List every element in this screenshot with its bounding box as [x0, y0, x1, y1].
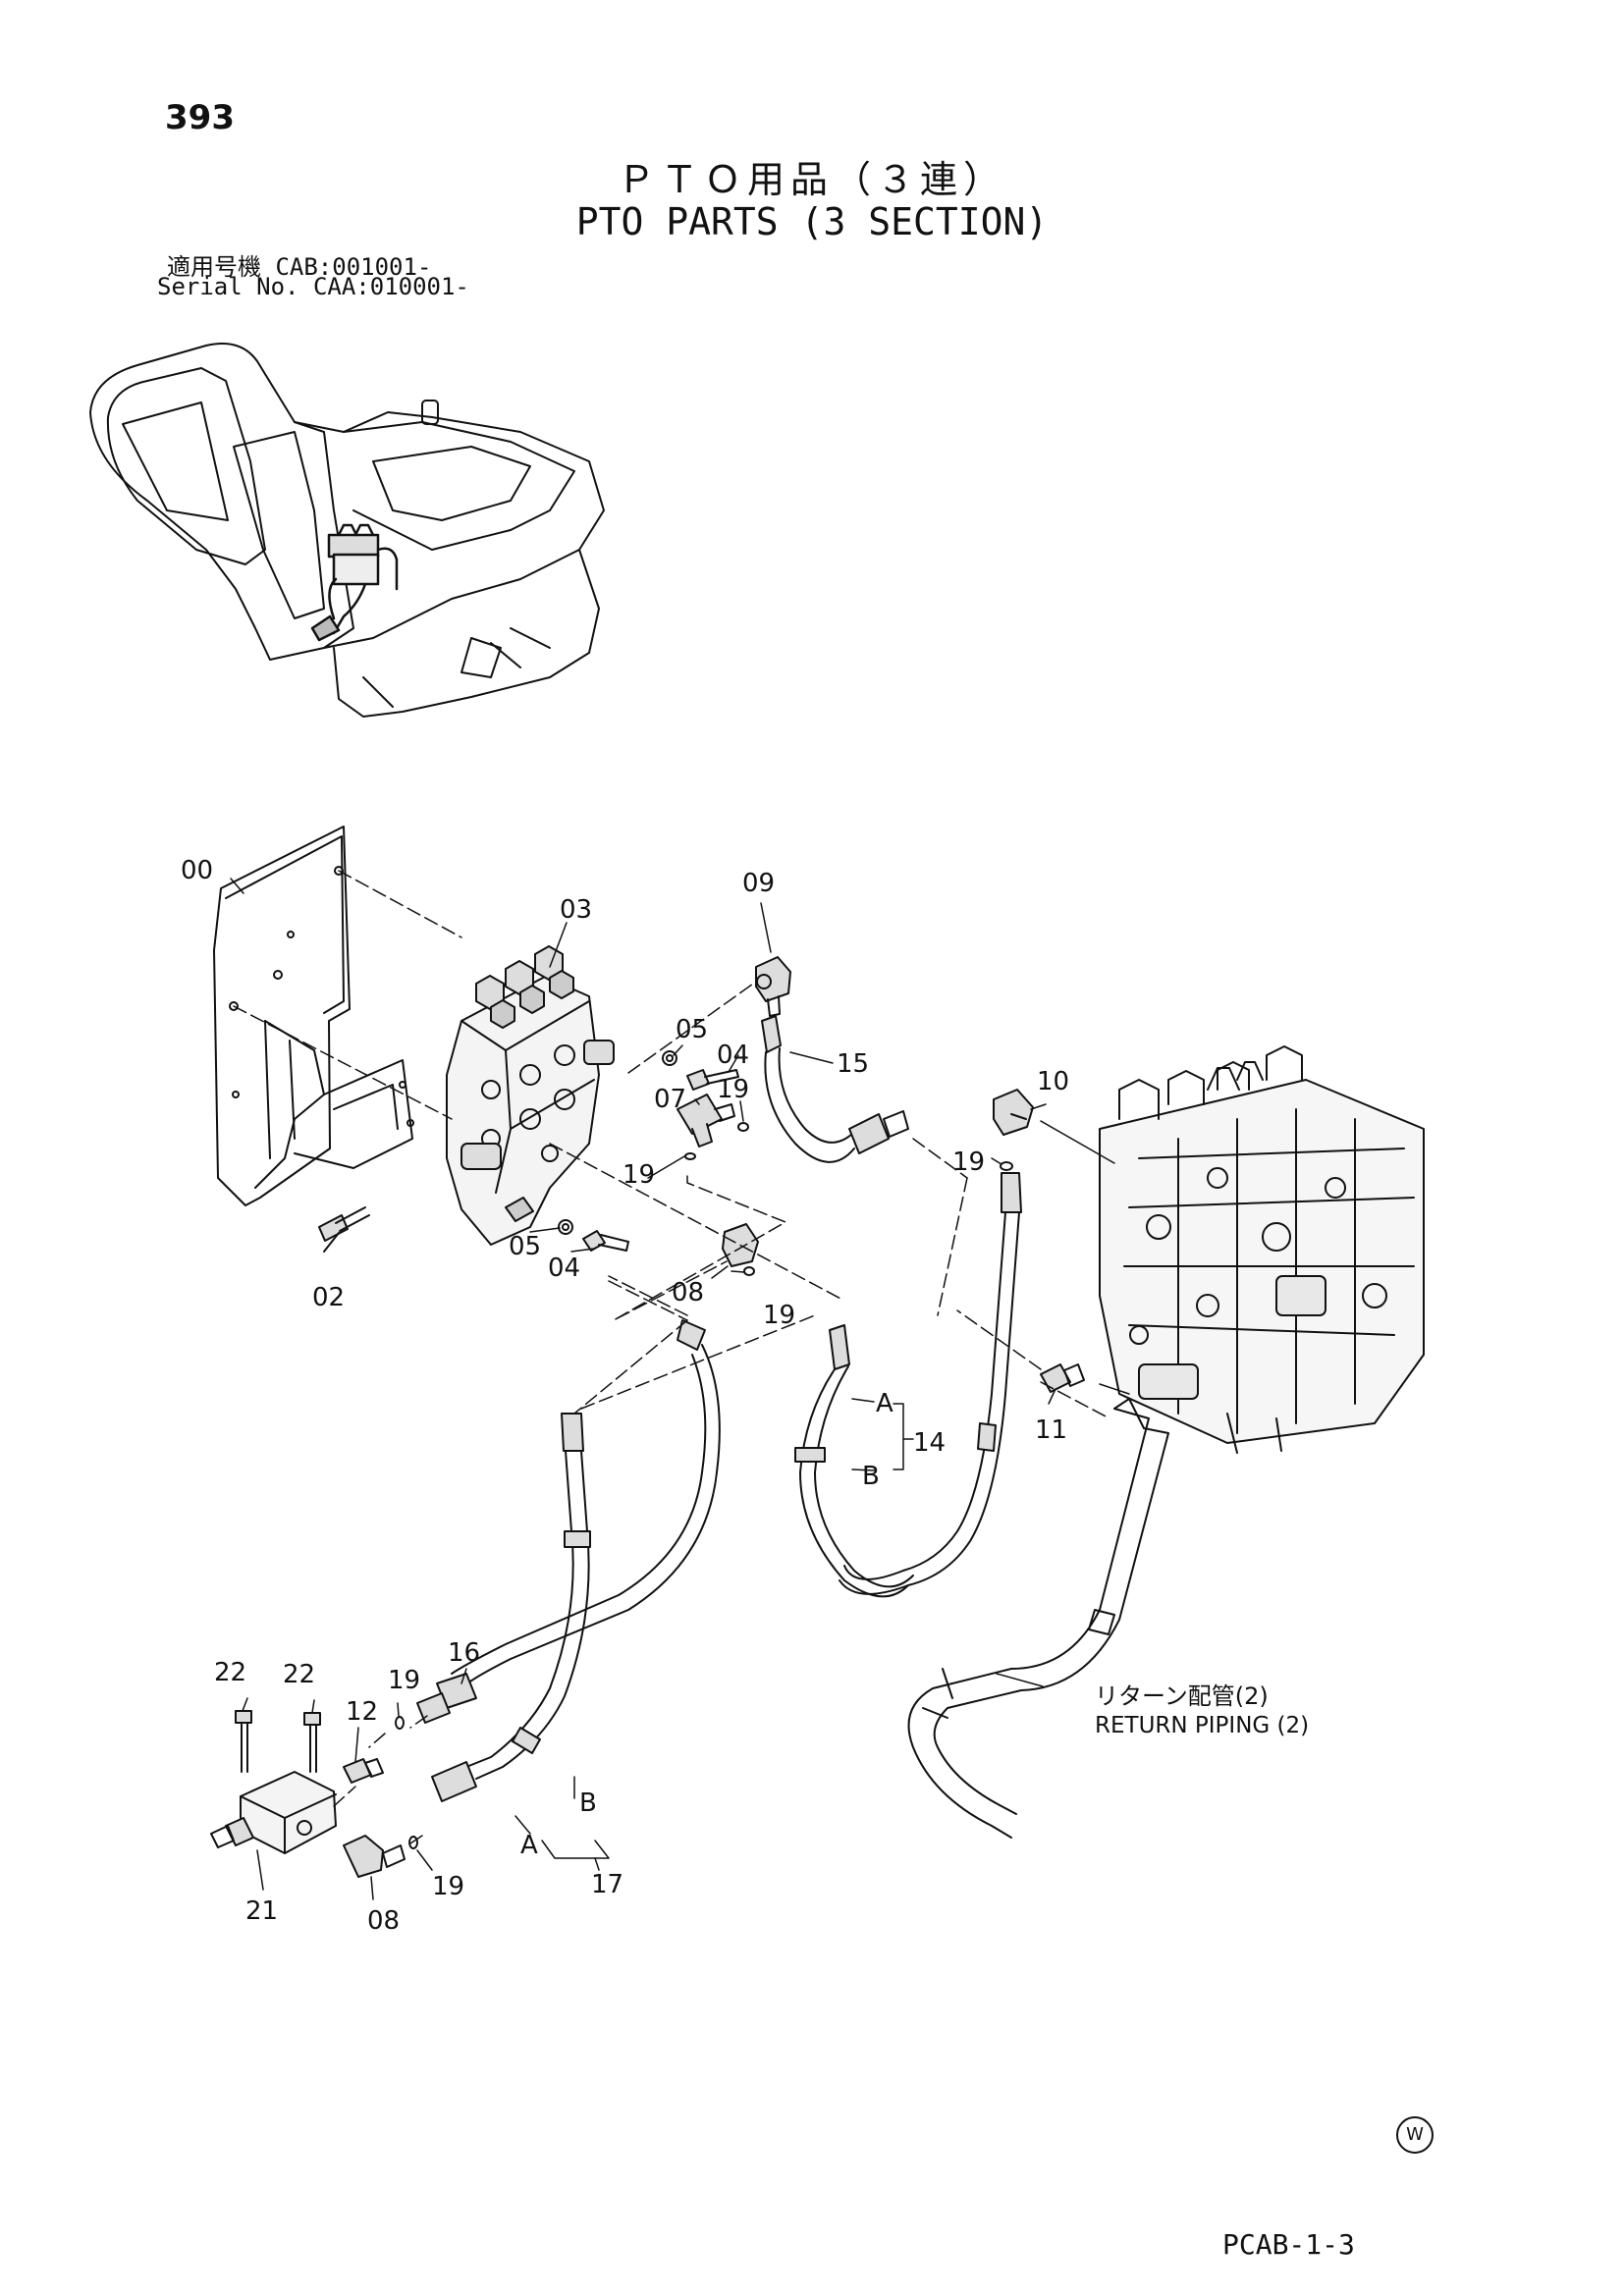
- callout-22a: 22: [214, 1658, 246, 1687]
- washer-and-bolt-lower: [558, 1219, 629, 1252]
- elbow-fitting-10: [993, 1089, 1034, 1136]
- adapter-12: [343, 1758, 384, 1784]
- watermark-w-mark: W: [1396, 2116, 1434, 2154]
- o-ring-19a: [684, 1152, 696, 1160]
- bolts-22: [235, 1710, 321, 1773]
- callout-19a: 19: [623, 1160, 655, 1190]
- serial-range-en: Serial No. CAA:010001-: [157, 273, 469, 300]
- manifold-block-21: [210, 1771, 337, 1854]
- elbow-fitting-08-lower: [343, 1835, 406, 1878]
- page-title-en: PTO PARTS (3 SECTION): [575, 200, 1049, 243]
- callout-19e: 19: [388, 1666, 420, 1695]
- excavator-overview-illustration: [89, 343, 605, 718]
- return-piping-label-en: RETURN PIPING (2): [1095, 1713, 1309, 1738]
- callout-07: 07: [654, 1085, 686, 1114]
- control-valve-3-section: [446, 945, 615, 1246]
- callout-05-lower: 05: [509, 1232, 541, 1261]
- callout-19b: 19: [717, 1075, 749, 1104]
- callout-19f: 19: [432, 1872, 464, 1901]
- elbow-fitting-09: [755, 956, 791, 1017]
- callout-02: 02: [312, 1283, 345, 1312]
- hose-return-line: [839, 1172, 1022, 1595]
- callout-08-lower: 08: [367, 1906, 400, 1936]
- hose-15: [761, 1015, 909, 1163]
- mounting-bracket: [213, 826, 414, 1206]
- callout-19d: 19: [763, 1301, 795, 1330]
- callout-10: 10: [1037, 1067, 1069, 1096]
- page-number: 393: [165, 98, 235, 137]
- page-code: PCAB-1-3: [1222, 2228, 1355, 2261]
- leader-02: [323, 1232, 340, 1253]
- callout-17-a: A: [520, 1831, 538, 1860]
- callout-05-upper: 05: [676, 1015, 708, 1044]
- washer-and-bolt-upper: [662, 1050, 739, 1091]
- o-ring-19b: [737, 1122, 749, 1132]
- page-title-jp: ＰＴＯ用品（３連）: [617, 158, 1006, 201]
- callout-19c: 19: [952, 1148, 985, 1177]
- callout-21: 21: [245, 1896, 278, 1926]
- callout-14: 14: [913, 1428, 946, 1458]
- callout-22b: 22: [283, 1660, 315, 1689]
- callout-11: 11: [1035, 1415, 1067, 1445]
- o-ring-19f: [408, 1836, 418, 1849]
- adapter-11: [1040, 1363, 1085, 1393]
- callout-09: 09: [742, 869, 775, 898]
- hose-17: [431, 1413, 591, 1802]
- callout-04-upper: 04: [717, 1041, 749, 1070]
- tee-fitting-07: [677, 1094, 735, 1148]
- main-control-valve: [1099, 1045, 1425, 1454]
- callout-08-upper: 08: [672, 1278, 704, 1308]
- callout-12: 12: [346, 1697, 378, 1727]
- hose-16: [416, 1319, 721, 1724]
- callout-17-b: B: [579, 1789, 597, 1818]
- callout-04-lower: 04: [548, 1254, 580, 1283]
- return-piping-label-jp: リターン配管(2): [1095, 1682, 1269, 1710]
- callout-14-b: B: [862, 1462, 880, 1491]
- callout-03: 03: [560, 895, 592, 925]
- serial-range-jp: 適用号機 CAB:001001-: [167, 253, 432, 281]
- bolt-02: [318, 1206, 370, 1242]
- o-ring-19d: [743, 1266, 755, 1276]
- dashed-assembly-lines: [233, 870, 1110, 1846]
- callout-16: 16: [448, 1638, 480, 1668]
- callout-15: 15: [837, 1049, 869, 1079]
- callout-17: 17: [591, 1870, 623, 1899]
- o-ring-19c: [1000, 1161, 1013, 1171]
- callout-labels: 00 02 03 04 04 05 05 07 08 08 09 10 11 1…: [181, 856, 1309, 1936]
- callout-00: 00: [181, 856, 213, 885]
- leader-lines: [230, 878, 1130, 1900]
- o-ring-19e: [395, 1716, 405, 1730]
- callout-14-a: A: [876, 1389, 893, 1418]
- hose-14: [794, 1324, 914, 1598]
- return-piping: [907, 1398, 1169, 1839]
